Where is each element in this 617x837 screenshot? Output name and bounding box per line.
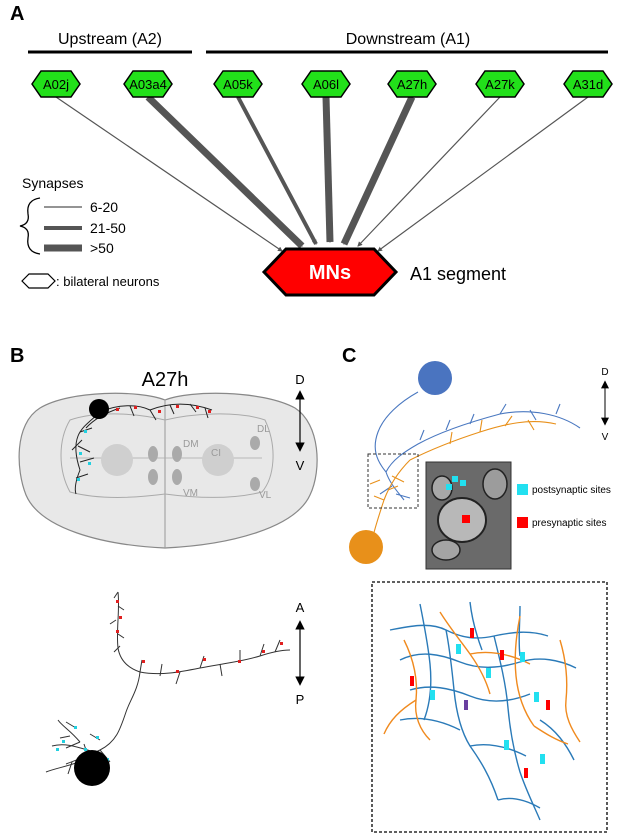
region-dm: DM bbox=[183, 439, 199, 450]
neuron-hexagon bbox=[213, 70, 263, 98]
panel-letter-c: C bbox=[342, 345, 356, 367]
neuron-node-a02j: A02j bbox=[31, 70, 81, 98]
segment-label: A1 segment bbox=[410, 264, 506, 284]
neuropil-zone-left bbox=[101, 444, 133, 476]
fascicle bbox=[148, 446, 158, 462]
edge-a05k bbox=[236, 96, 318, 245]
neuron-node-a31d: A31d bbox=[563, 70, 613, 98]
legend-item-over-50: >50 bbox=[90, 240, 114, 256]
downstream-label: Downstream (A1) bbox=[346, 31, 470, 48]
neuron-label: A31d bbox=[573, 77, 603, 92]
legend-postsynaptic: postsynaptic sites bbox=[532, 485, 611, 496]
region-vl: VL bbox=[259, 490, 272, 501]
orange-neuron-soma bbox=[349, 530, 383, 564]
legend-item-21-50: 21-50 bbox=[90, 220, 126, 236]
neuron-label: A06l bbox=[313, 77, 339, 92]
panel-b: B A27h DM CI DL VM VL bbox=[10, 345, 318, 786]
neuron-hexagon bbox=[301, 70, 351, 98]
bilateral-note: : bilateral neurons bbox=[56, 274, 160, 289]
region-vm: VM bbox=[183, 488, 198, 499]
axis-d-label-b: D bbox=[295, 372, 304, 387]
panel-a: A Upstream (A2) Downstream (A1) A02j A03a… bbox=[10, 3, 613, 297]
legend-title: Synapses bbox=[22, 175, 83, 191]
neuron-hexagon bbox=[387, 70, 437, 98]
region-dl: DL bbox=[257, 424, 270, 435]
edge-a27k bbox=[357, 96, 501, 247]
panel-letter-a: A bbox=[10, 3, 24, 25]
panel-letter-b: B bbox=[10, 345, 24, 367]
region-ci: CI bbox=[211, 448, 221, 459]
connection-edges bbox=[55, 94, 589, 252]
magnified-synapse-marks bbox=[410, 628, 550, 778]
edge-a31d bbox=[377, 96, 589, 252]
neuron-hexagon bbox=[475, 70, 525, 98]
synapse-marks-dorsal-view bbox=[56, 600, 283, 761]
synapse-marks-cross-section bbox=[77, 405, 211, 481]
neuron-hexagon bbox=[123, 70, 173, 98]
fascicle bbox=[148, 469, 158, 485]
cns-cross-section bbox=[18, 392, 318, 549]
legend-presynaptic: presynaptic sites bbox=[532, 518, 606, 529]
zoom-box bbox=[367, 453, 419, 509]
neuron-node-a27k: A27k bbox=[475, 70, 525, 98]
bilateral-hexagon-icon bbox=[21, 273, 56, 289]
neuron-node-a27h: A27h bbox=[387, 70, 437, 98]
fascicle bbox=[250, 436, 260, 450]
blue-neuron-trace bbox=[374, 391, 581, 501]
neuron-label: A03a4 bbox=[129, 77, 167, 92]
a27h-soma-cross-section bbox=[89, 399, 109, 419]
neuropil-zone-right bbox=[202, 444, 234, 476]
upstream-label: Upstream (A2) bbox=[58, 31, 162, 48]
fascicle bbox=[172, 469, 182, 485]
blue-neuron-soma bbox=[418, 361, 452, 395]
axis-a-label-b: A bbox=[296, 600, 305, 615]
neuron-node-a06l: A06l bbox=[301, 70, 351, 98]
legend-swatch-postsynaptic bbox=[517, 484, 528, 495]
axis-p-label-b: P bbox=[296, 692, 305, 707]
neuron-node-a05k: A05k bbox=[213, 70, 263, 98]
orange-neuron-trace bbox=[369, 415, 557, 541]
panel-c: C postsy bbox=[342, 345, 611, 833]
neuron-hexagon bbox=[31, 70, 81, 98]
legend-swatch-presynaptic bbox=[517, 517, 528, 528]
axis-v-label-c: V bbox=[602, 432, 609, 443]
edge-a02j bbox=[55, 96, 283, 252]
edge-a03a4 bbox=[145, 94, 305, 249]
a27h-dorsal-view-trace bbox=[45, 591, 291, 775]
legend-brace bbox=[19, 197, 41, 255]
mns-hexagon bbox=[261, 247, 399, 297]
neuron-hexagon bbox=[563, 70, 613, 98]
neuron-label: A05k bbox=[223, 77, 253, 92]
panel-b-title: A27h bbox=[142, 369, 189, 391]
neuropil-outline bbox=[60, 413, 274, 498]
neuron-node-a03a4: A03a4 bbox=[123, 70, 173, 98]
mns-label: MNs bbox=[309, 262, 351, 284]
neuron-nodes: A02j A03a4 A05k A06l A27h A27k A31d bbox=[31, 70, 613, 98]
a27h-soma-dorsal-view bbox=[74, 750, 110, 786]
neuron-label: A27k bbox=[485, 77, 515, 92]
axis-d-label-c: D bbox=[601, 367, 608, 378]
fascicle bbox=[172, 446, 182, 462]
edge-a06l bbox=[322, 96, 334, 243]
neuron-label: A27h bbox=[397, 77, 427, 92]
fascicle bbox=[250, 477, 260, 491]
em-inset bbox=[425, 461, 512, 570]
edge-a27h bbox=[340, 95, 416, 246]
magnified-view-box bbox=[371, 581, 608, 833]
axis-v-label-b: V bbox=[296, 458, 305, 473]
magnified-blue-trace bbox=[389, 601, 577, 821]
legend-item-6-20: 6-20 bbox=[90, 199, 118, 215]
neuron-label: A02j bbox=[43, 77, 69, 92]
